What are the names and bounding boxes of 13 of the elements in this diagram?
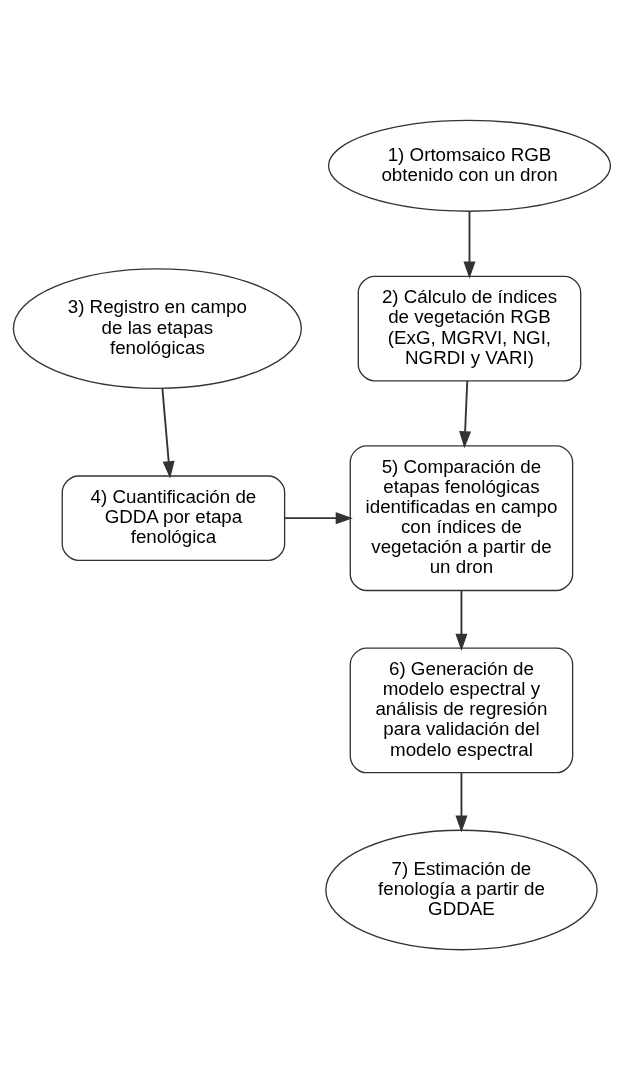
node-box: 6) Generación de modelo espectral y análisis de regresión para validación del modelo espectral	[349, 647, 574, 774]
node-ellipse: 3) Registro en campo de las etapas fenológicas	[12, 268, 302, 389]
arrow	[463, 210, 476, 279]
arrow	[455, 772, 468, 833]
arrow	[161, 387, 175, 479]
node-ellipse: 7) Estimación de fenología a partir de GDDAE	[325, 829, 598, 951]
arrow	[455, 589, 468, 651]
node-ellipse: 1) Ortomsaico RGB obtenido con un dron	[327, 119, 612, 212]
arrow	[283, 512, 353, 525]
node-box: 4) Cuantificación de GDDA por etapa fenológica	[61, 475, 286, 562]
node-box: 5) Comparación de etapas fenológicas identificadas en campo con índices de vegetación a partir de un dron	[349, 445, 574, 592]
arrow	[459, 380, 472, 449]
node-box: 2) Cálculo de índices de vegetación RGB (ExG, MGRVI, NGI, NGRDI y VARI)	[357, 275, 582, 382]
